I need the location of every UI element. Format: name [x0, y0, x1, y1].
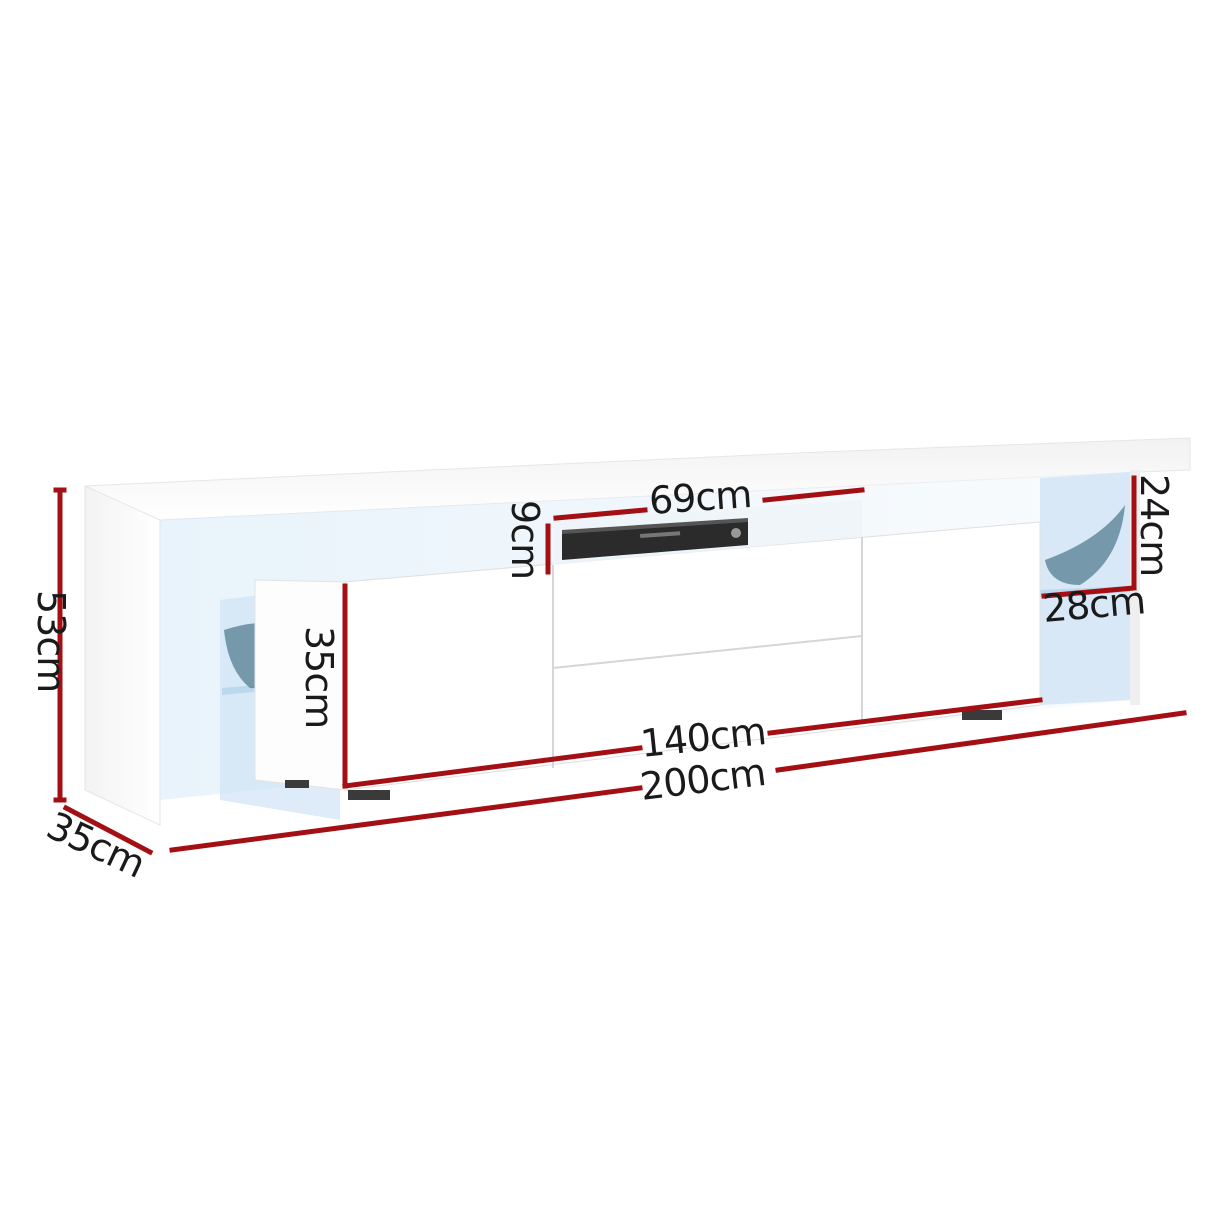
dim-line-recess-width	[553, 487, 865, 521]
cabinet-foot-right	[962, 710, 1002, 720]
dimension-lines	[53, 475, 1187, 856]
drawer-seam	[552, 635, 863, 669]
label-base-height: 35cm	[297, 626, 341, 728]
cabinet-foot-mid	[285, 780, 309, 788]
label-recess-width: 69cm	[648, 472, 753, 523]
dim-line-overall-height	[53, 487, 67, 803]
dim-line-overall-width	[169, 710, 1187, 853]
cabinet-foot-left	[348, 790, 390, 800]
dim-line-shelf-depth	[1041, 585, 1137, 599]
dim-line-depth	[62, 804, 154, 856]
label-shelf-height: 24cm	[1132, 474, 1176, 576]
label-depth: 35cm	[40, 803, 151, 886]
label-overall-height: 53cm	[29, 590, 73, 692]
dim-line-base-width	[342, 697, 1043, 789]
right-bowl-decor	[1045, 505, 1125, 585]
dvd-player	[562, 518, 748, 560]
label-recess-height: 9cm	[503, 500, 547, 579]
cabinet-left-side	[84, 485, 161, 826]
label-shelf-depth: 28cm	[1041, 578, 1147, 631]
